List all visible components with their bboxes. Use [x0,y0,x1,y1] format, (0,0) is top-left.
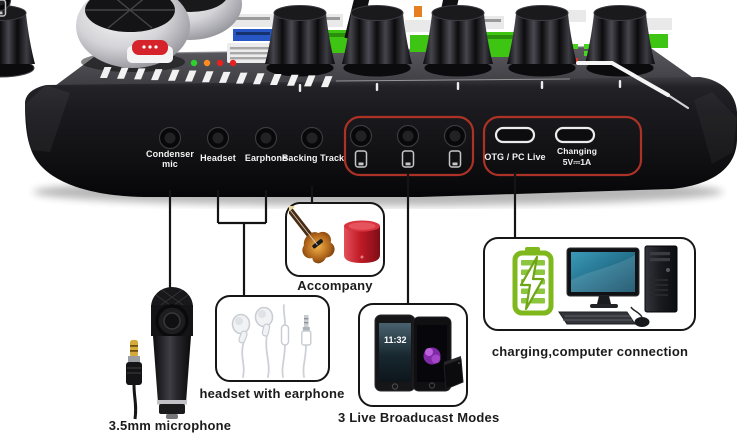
red-button [127,40,173,63]
mouse-icon [634,317,650,327]
desktop-computer-icon [558,245,678,327]
mic-35mm-label: 3.5mm microphone [108,418,232,433]
headset-callout-box [215,295,330,382]
smartphones-illustration: 11:32 [374,314,464,392]
live-jack-2 [396,124,420,148]
edge-seam [335,78,571,82]
connector-line-headset [216,190,268,296]
battery-icon [512,247,554,316]
charging-port-label1: Changing [557,146,597,156]
usb-ports-group [482,115,643,177]
condenser-mic-label2: mic [162,159,178,169]
mini-plug-icon [301,315,312,346]
backing-track-label: Backing Track [282,153,345,163]
rotary-knobs [0,5,656,78]
phone-icon [0,0,7,17]
charging-callout-box [483,237,696,331]
earphone-label: Earphone [245,153,287,163]
earbuds-icon [231,304,312,378]
connector-lines [168,173,517,305]
phone-clock: 11:32 [384,335,407,345]
charging-computer-connection-label: charging,computer connection [491,344,689,359]
edge-swoosh [576,61,690,110]
backing-track-jack [300,126,324,150]
led-indicators [190,59,237,67]
otg-usb-c-port [494,126,536,144]
smartphone-icon: 11:32 [374,314,416,392]
headset-jack [206,126,230,150]
knob-ticks [298,80,622,92]
guitar-icon [289,206,335,264]
charging-usb-c-port [554,126,596,144]
live-jack-3 [443,124,467,148]
usb-ports-outline [482,115,643,177]
charging-illustration [512,245,678,327]
smartphone-icon-2 [412,316,452,392]
headset-with-earphone-label: headset with earphone [199,386,345,401]
mixer-device: Condenser mic Headset Earphone Backing T… [0,0,737,206]
device-front-face [25,77,737,197]
modes-callout-box: 11:32 [358,303,468,407]
audio-plug-icon [126,340,142,420]
condenser-mic-jack [158,126,182,150]
charging-port-label2: 5V⎓1A [563,157,592,167]
hatch-stripes [100,67,333,88]
live-jack-1 [349,124,373,148]
earphone-jack [254,126,278,150]
condenser-mic-label: Condenser [146,149,194,159]
accompany-callout-box [285,202,385,277]
speaker-icon [344,220,380,263]
headset-label: Headset [200,153,236,163]
otg-pc-live-label: OTG / PC Live [484,152,545,162]
accompany-label: Accompany [297,278,373,293]
accompany-illustration [289,206,380,264]
live-broadcast-modes-label: 3 Live Broaducast Modes [338,410,500,425]
condenser-microphone-image [151,287,193,419]
smartphone-flat-icon [443,356,464,390]
